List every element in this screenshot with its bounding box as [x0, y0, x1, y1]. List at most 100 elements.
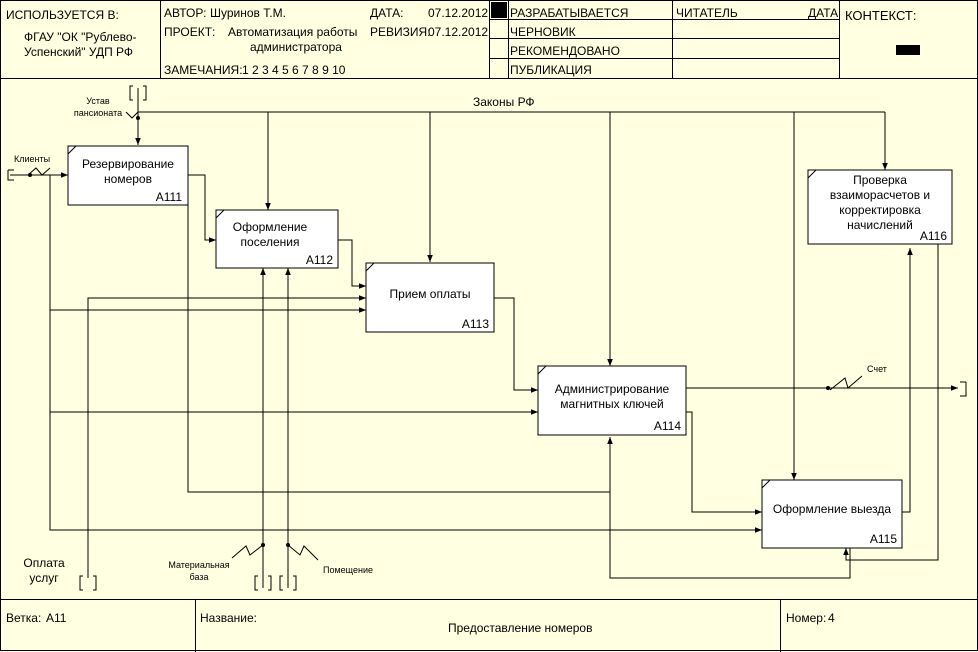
- charter-tunnel-icon: [129, 85, 147, 101]
- activity-label: поселения: [241, 235, 300, 249]
- author-label: АВТОР:: [164, 6, 207, 20]
- project-label: ПРОЕКТ:: [164, 25, 216, 39]
- status-marker-icon: [491, 2, 507, 18]
- premises-label: Помещение: [323, 565, 373, 575]
- invoice-squiggle: [829, 375, 863, 391]
- activity-box-a116[interactable]: Проверка взаиморасчетов и корректировка …: [807, 169, 953, 245]
- node-label: Ветка:: [6, 611, 42, 625]
- status-divider: [490, 19, 839, 20]
- activity-node-id: A116: [920, 229, 947, 243]
- activity-label: Администрирование: [555, 382, 670, 396]
- footer-divider: [780, 600, 781, 652]
- charter-squiggle: [125, 111, 139, 119]
- activity-label: магнитных ключей: [560, 397, 663, 411]
- clients-to-a115: [49, 412, 762, 533]
- project-line1: Автоматизация работы: [228, 25, 358, 39]
- number-value: 4: [828, 611, 835, 625]
- charter-label: пансионата: [74, 108, 122, 118]
- status-recommended: РЕКОМЕНДОВАНО: [510, 44, 620, 58]
- notes-value: 1 2 3 4 5 6 7 8 9 10: [242, 63, 346, 77]
- material-tunnel-icon: [254, 575, 272, 591]
- a115-to-a116: [902, 248, 913, 513]
- status-working: РАЗРАБАТЫВАЕТСЯ: [510, 6, 629, 20]
- revision-value: 07.12.2012: [428, 25, 489, 39]
- arrow-lines: [10, 88, 958, 588]
- date-value: 07.12.2012: [428, 6, 489, 20]
- context-label: КОНТЕКСТ:: [845, 8, 917, 23]
- organization-line1: ФГАУ "ОК "Рублево-: [24, 30, 137, 44]
- activity-label: начислений: [847, 218, 913, 232]
- premises-squiggle: [287, 544, 319, 561]
- laws-label: Законы РФ: [473, 95, 535, 109]
- payment-tunnel-icon: [79, 575, 97, 591]
- activity-box-a112[interactable]: Оформление поселения A112: [215, 209, 339, 269]
- a112-to-a113: [338, 239, 366, 289]
- payment-label: Оплата: [23, 556, 65, 570]
- tunnel-brackets: [7, 85, 967, 591]
- diagram-title: Предоставление номеров: [448, 621, 593, 635]
- status-divider: [490, 58, 839, 59]
- junction-dots: [28, 116, 830, 547]
- number-label: Номер:: [786, 611, 827, 625]
- project-line2: администратора: [250, 40, 342, 54]
- footer-divider: [195, 600, 196, 652]
- activity-boxes: Резервирование номеров A111 Оформление п…: [67, 145, 953, 549]
- arrow-labels: Устав пансионата Законы РФ Клиенты Счет …: [14, 95, 887, 585]
- material-label: база: [190, 572, 209, 582]
- activity-node-id: A111: [156, 190, 183, 204]
- activity-node-id: A115: [870, 532, 897, 546]
- premises-tunnel-icon: [279, 575, 297, 591]
- charter-label: Устав: [86, 96, 110, 106]
- a113-to-a114: [494, 297, 538, 393]
- organization-line2: Успенский" УДП РФ: [24, 45, 134, 59]
- a115-feedback-to-a114: [609, 492, 851, 579]
- header-divider: [160, 0, 161, 78]
- header-divider: [489, 0, 490, 78]
- activity-node-id: A113: [462, 317, 489, 331]
- date-label: ДАТА:: [370, 6, 404, 20]
- payment-input-arrow: [87, 295, 366, 578]
- clients-tunnel-icon: [7, 169, 14, 181]
- reader-date-label: ДАТА: [808, 6, 839, 20]
- activity-box-a115[interactable]: Оформление выезда A115: [761, 479, 903, 549]
- activity-label: номеров: [104, 172, 152, 186]
- title-label: Название:: [200, 611, 257, 625]
- revision-label: РЕВИЗИЯ:: [370, 25, 431, 39]
- activity-node-id: A112: [306, 253, 333, 267]
- header-divider: [839, 0, 840, 78]
- clients-squiggle: [27, 167, 51, 176]
- activity-label: Резервирование: [82, 157, 174, 171]
- payment-label: услуг: [29, 571, 59, 585]
- context-parent-marker: [896, 45, 920, 55]
- header-divider: [508, 0, 509, 78]
- a116-feedback-to-a115: [843, 240, 939, 561]
- activity-label: Оформление: [233, 220, 308, 234]
- a114-to-a115: [686, 411, 762, 515]
- invoice-label: Счет: [867, 364, 887, 374]
- reader-label: ЧИТАТЕЛЬ: [676, 6, 738, 20]
- activity-label: взаиморасчетов и: [830, 188, 930, 202]
- a111-to-a114-mech: [187, 205, 613, 493]
- author-value: Шуринов Т.М.: [210, 6, 286, 20]
- activity-label: Прием оплаты: [390, 287, 471, 301]
- idef0-header: ИСПОЛЬЗУЕТСЯ В: ФГАУ "ОК "Рублево- Успен…: [0, 0, 978, 79]
- node-value: A11: [46, 611, 67, 625]
- invoice-tunnel-icon: [960, 381, 967, 397]
- status-draft: ЧЕРНОВИК: [510, 25, 576, 39]
- activity-label: Оформление выезда: [773, 502, 891, 516]
- idef0-footer: Ветка: A11 Название: Предоставление номе…: [0, 599, 978, 652]
- activity-box-a113[interactable]: Прием оплаты A113: [365, 262, 495, 333]
- header-divider: [672, 0, 673, 78]
- status-publication: ПУБЛИКАЦИЯ: [510, 63, 592, 77]
- activity-box-a114[interactable]: Администрирование магнитных ключей A114: [537, 365, 687, 436]
- a111-to-a112: [188, 174, 216, 243]
- material-squiggle: [231, 544, 264, 559]
- activity-label: Проверка: [853, 173, 907, 187]
- notes-label: ЗАМЕЧАНИЯ:: [164, 63, 243, 77]
- material-label: Материальная: [168, 560, 229, 570]
- activity-box-a111[interactable]: Резервирование номеров A111: [67, 145, 189, 206]
- used-in-label: ИСПОЛЬЗУЕТСЯ В:: [6, 8, 119, 22]
- status-divider: [490, 38, 839, 39]
- activity-label: корректировка: [839, 203, 921, 217]
